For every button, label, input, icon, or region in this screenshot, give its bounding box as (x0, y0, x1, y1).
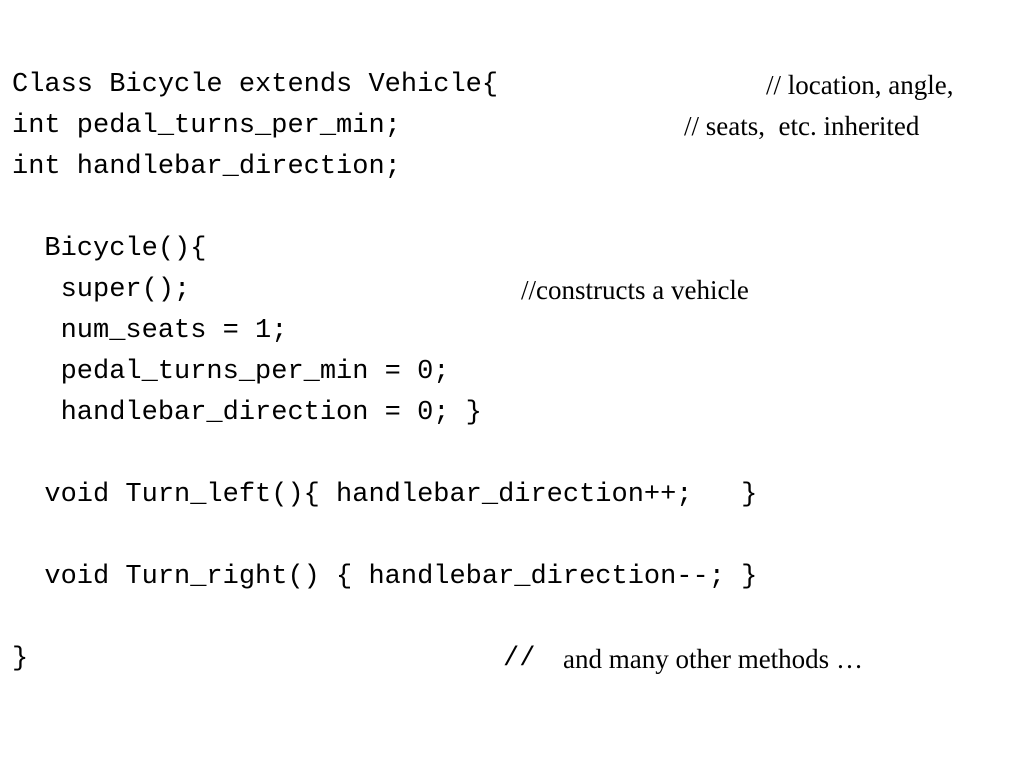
code-line-closing-brace: } (12, 644, 29, 674)
code-line-num-seats: num_seats = 1; (12, 316, 288, 346)
code-line-pedal-field: int pedal_turns_per_min; (12, 111, 401, 141)
comment-seats-inherited: // seats, etc. inherited (684, 111, 920, 141)
code-line-class-decl: Class Bicycle extends Vehicle{ (12, 70, 499, 100)
code-line-handlebar-field: int handlebar_direction; (12, 152, 401, 182)
code-line-pedal-init: pedal_turns_per_min = 0; (12, 357, 450, 387)
comment-other-methods: and many other methods … (563, 644, 863, 674)
code-line-turn-left: void Turn_left(){ handlebar_direction++;… (12, 480, 758, 510)
code-line-super-call: super(); (12, 275, 191, 305)
code-line-constructor: Bicycle(){ (12, 234, 207, 264)
comment-location-angle: // location, angle, (766, 70, 954, 100)
code-comment-slashes: // (503, 644, 536, 674)
code-line-handlebar-init: handlebar_direction = 0; } (12, 398, 482, 428)
code-line-turn-right: void Turn_right() { handlebar_direction-… (12, 562, 758, 592)
comment-constructs-vehicle: //constructs a vehicle (521, 275, 749, 305)
